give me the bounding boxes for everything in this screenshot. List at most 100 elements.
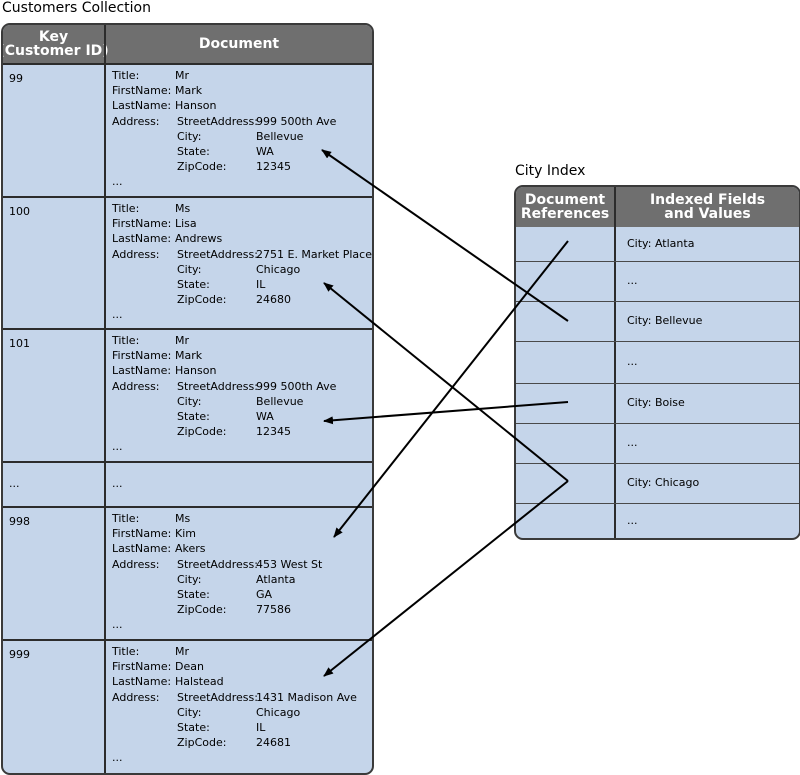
index-row-divider: [516, 503, 799, 504]
document-ellipsis: ...: [112, 308, 123, 322]
document-ellipsis: ...: [112, 175, 123, 189]
field-label-last-name: LastName:: [112, 542, 172, 556]
field-label-street-address: StreetAddress:: [177, 557, 258, 571]
index-row-divider: [516, 341, 799, 342]
city-index-header: Document References Indexed Fields and V…: [516, 187, 799, 227]
index-row-value: City: Atlanta: [627, 237, 695, 250]
field-label-title: Title:: [112, 334, 140, 347]
document-ellipsis: ...: [112, 618, 123, 632]
field-value-first-name: Mark: [175, 84, 203, 98]
field-value-city: Chicago: [256, 705, 301, 719]
field-label-last-name: LastName:: [112, 99, 172, 113]
index-row-value: ...: [627, 274, 638, 287]
field-label-address: Address:: [112, 379, 160, 393]
field-value-street-address: 999 500th Ave: [256, 379, 337, 393]
document-column-header: Document: [198, 36, 280, 52]
field-value-state: WA: [256, 410, 274, 423]
city-index-column-divider: [614, 187, 616, 538]
city-index-title: City Index: [515, 163, 586, 179]
field-value-last-name: Halstead: [175, 675, 224, 689]
field-value-city: Chicago: [256, 262, 301, 276]
field-label-city: City:: [177, 394, 202, 408]
field-value-city: Bellevue: [256, 129, 304, 143]
field-value-first-name: Kim: [175, 527, 196, 541]
arrow-atlanta-to-998: [333, 240, 569, 538]
city-index-table: Document References Indexed Fields and V…: [514, 185, 800, 540]
arrow-bellevue-to-99: [321, 149, 569, 322]
index-row-divider: [516, 463, 799, 464]
field-value-state: IL: [256, 721, 266, 734]
field-value-title: Mr: [175, 69, 190, 82]
index-row-value: City: Boise: [627, 396, 685, 409]
field-value-zip-code: 77586: [256, 603, 291, 617]
customers-row-divider: [3, 196, 372, 198]
customer-key: 999: [9, 648, 30, 661]
customers-header-divider: [3, 63, 372, 65]
field-value-state: GA: [256, 588, 273, 601]
customers-column-divider: [104, 25, 106, 773]
field-value-title: Ms: [175, 512, 191, 525]
field-label-street-address: StreetAddress:: [177, 114, 258, 128]
field-label-zip-code: ZipCode:: [177, 603, 227, 617]
field-label-address: Address:: [112, 114, 160, 128]
field-label-address: Address:: [112, 690, 160, 704]
index-row-divider: [516, 261, 799, 262]
field-label-street-address: StreetAddress:: [177, 247, 258, 261]
field-label-state: State:: [177, 588, 210, 601]
field-value-zip-code: 24681: [256, 736, 291, 750]
field-value-zip-code: 12345: [256, 425, 291, 439]
field-value-last-name: Akers: [175, 542, 206, 556]
customer-key: 101: [9, 337, 30, 350]
field-label-first-name: FirstName:: [112, 660, 172, 674]
field-value-city: Atlanta: [256, 572, 296, 586]
index-row-value: ...: [627, 436, 638, 449]
index-row-divider: [516, 301, 799, 302]
arrow-bellevue-to-101: [323, 401, 569, 425]
field-label-zip-code: ZipCode:: [177, 736, 227, 750]
field-label-first-name: FirstName:: [112, 84, 172, 98]
indexed-fields-column-header: Indexed Fields and Values: [649, 192, 766, 222]
customer-key: 99: [9, 72, 23, 85]
field-label-title: Title:: [112, 645, 140, 658]
field-label-zip-code: ZipCode:: [177, 160, 227, 174]
field-value-title: Mr: [175, 645, 190, 658]
index-row-value: City: Chicago: [627, 476, 700, 489]
field-label-state: State:: [177, 145, 210, 158]
field-label-zip-code: ZipCode:: [177, 425, 227, 439]
field-value-last-name: Andrews: [175, 232, 223, 246]
document-references-column-header: Document References: [520, 192, 610, 222]
field-value-first-name: Lisa: [175, 217, 197, 231]
customer-key: 100: [9, 205, 30, 218]
field-label-title: Title:: [112, 202, 140, 215]
field-value-state: IL: [256, 278, 266, 291]
field-label-city: City:: [177, 262, 202, 276]
field-value-first-name: Mark: [175, 349, 203, 363]
document-ellipsis: ...: [112, 751, 123, 765]
customers-row-divider: [3, 461, 372, 463]
field-label-state: State:: [177, 278, 210, 291]
field-label-title: Title:: [112, 512, 140, 525]
index-row-divider: [516, 423, 799, 424]
field-label-last-name: LastName:: [112, 232, 172, 246]
field-label-first-name: FirstName:: [112, 349, 172, 363]
field-value-street-address: 453 West St: [256, 557, 323, 571]
field-value-street-address: 999 500th Ave: [256, 114, 337, 128]
customers-table-header: Key (Customer ID) Document: [3, 25, 372, 63]
field-value-last-name: Hanson: [175, 99, 217, 113]
field-value-last-name: Hanson: [175, 364, 217, 378]
field-label-zip-code: ZipCode:: [177, 293, 227, 307]
customer-key: ...: [9, 477, 20, 490]
field-label-first-name: FirstName:: [112, 217, 172, 231]
customers-collection-title: Customers Collection: [2, 0, 151, 16]
arrow-chicago-to-100: [323, 282, 569, 482]
field-value-zip-code: 24680: [256, 293, 291, 307]
field-label-city: City:: [177, 572, 202, 586]
field-value-street-address: 2751 E. Market Place: [256, 247, 372, 261]
field-label-street-address: StreetAddress:: [177, 690, 258, 704]
field-value-city: Bellevue: [256, 394, 304, 408]
field-label-title: Title:: [112, 69, 140, 82]
index-row-value: ...: [627, 513, 638, 527]
field-value-first-name: Dean: [175, 660, 204, 674]
